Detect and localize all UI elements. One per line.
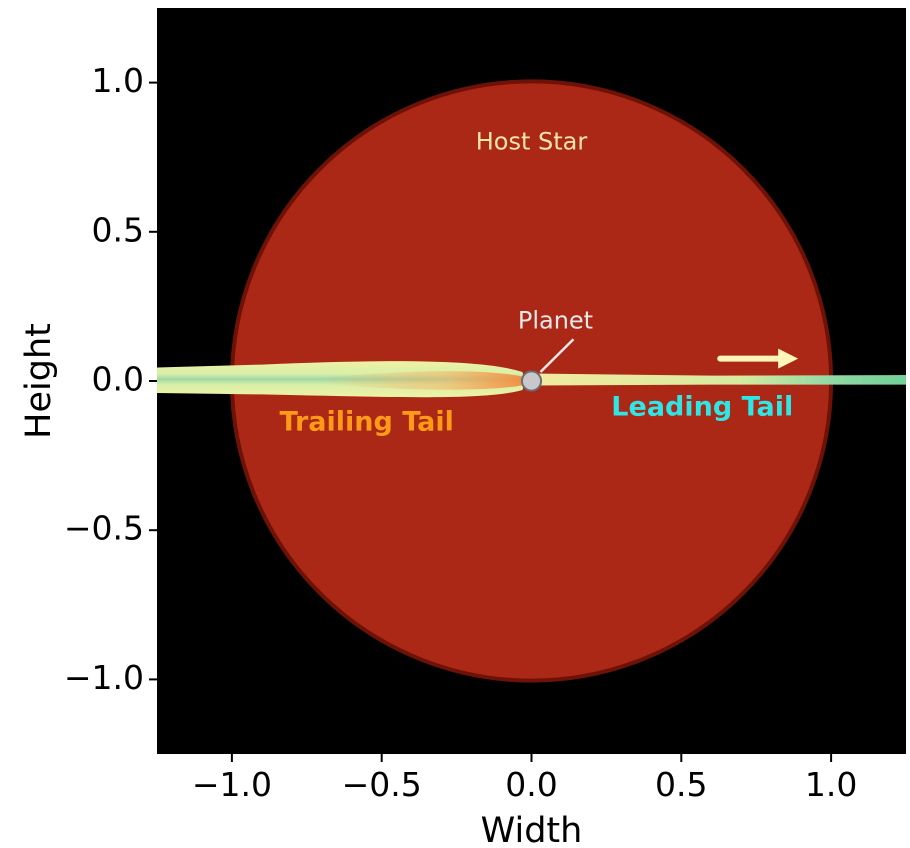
trailing-tail-label: Trailing Tail bbox=[280, 406, 454, 437]
host-star-label: Host Star bbox=[476, 127, 588, 155]
y-axis-ticks: 1.0 0.5 0.0 −0.5 −1.0 bbox=[64, 61, 157, 697]
orbit-direction-arrow-icon bbox=[717, 348, 799, 369]
x-tick-label: −1.0 bbox=[192, 765, 272, 804]
y-tick-label: −0.5 bbox=[64, 509, 144, 548]
leading-tail-label: Leading Tail bbox=[611, 391, 793, 422]
x-tick-label: −0.5 bbox=[342, 765, 422, 804]
x-tick-label: 0.0 bbox=[505, 765, 557, 804]
y-tick-label: −1.0 bbox=[64, 658, 144, 697]
trailing-tail-core bbox=[321, 371, 526, 390]
x-axis-label: Width bbox=[481, 811, 583, 848]
planet-label: Planet bbox=[518, 306, 593, 334]
x-axis-ticks: −1.0 −0.5 0.0 0.5 1.0 bbox=[192, 754, 857, 804]
planet-pointer-line bbox=[539, 338, 575, 373]
y-tick-label: 1.0 bbox=[92, 61, 144, 100]
x-tick-label: 0.5 bbox=[655, 765, 707, 804]
y-axis-label: Height bbox=[19, 323, 59, 439]
x-tick-label: 1.0 bbox=[805, 765, 857, 804]
planet-marker bbox=[520, 370, 543, 392]
leading-tail bbox=[531, 373, 906, 386]
plot-contents bbox=[157, 79, 906, 683]
y-tick-label: 0.0 bbox=[92, 360, 144, 399]
y-tick-label: 0.5 bbox=[92, 210, 144, 249]
